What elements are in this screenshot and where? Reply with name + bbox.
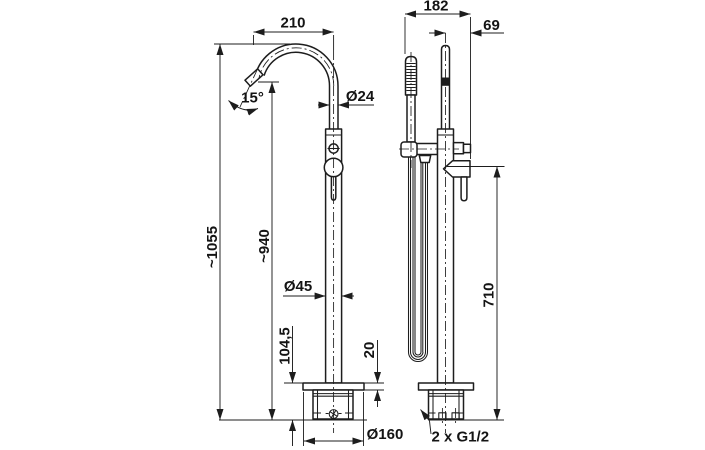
side-centerlines [399, 33, 459, 433]
side-view [399, 33, 504, 433]
spout-outlet-side [441, 77, 450, 86]
side-top-pipe [440, 44, 451, 129]
dim-handle-projection: 69 [483, 17, 500, 34]
side-base [417, 382, 475, 420]
dim-spout-outlet-height: ~940 [256, 229, 273, 263]
dim-hand-shower-outlet-height: 710 [481, 282, 498, 307]
side-lever [460, 176, 468, 202]
dim-base-height: 104,5 [277, 327, 294, 365]
dim-overall-depth: 182 [423, 0, 448, 15]
dimension-labels: 210 15° Ø24 ~1055 ~940 Ø45 104,5 20 Ø160… [204, 0, 500, 446]
dim-base-plate-thickness: 20 [361, 342, 378, 359]
valve-nut [462, 143, 472, 154]
dim-spout-angle: 15° [241, 90, 264, 107]
front-view [219, 43, 367, 433]
holder-elbow [400, 141, 418, 158]
dim-overall-height: ~1055 [204, 226, 221, 268]
hose-nut [418, 154, 432, 164]
valve-body [452, 141, 465, 155]
label-connections: 2 x G1/2 [432, 429, 490, 446]
front-base [302, 382, 365, 420]
dimension-lines [214, 10, 505, 446]
lever-mount [442, 160, 471, 178]
shower-hose [407, 157, 429, 363]
dim-spout-reach: 210 [280, 15, 305, 32]
dim-spout-diameter: Ø24 [346, 88, 375, 105]
front-centerlines [239, 47, 335, 433]
dim-column-diameter: Ø45 [284, 278, 312, 295]
dim-base-diameter: Ø160 [367, 426, 404, 443]
spout-outline [244, 43, 339, 129]
